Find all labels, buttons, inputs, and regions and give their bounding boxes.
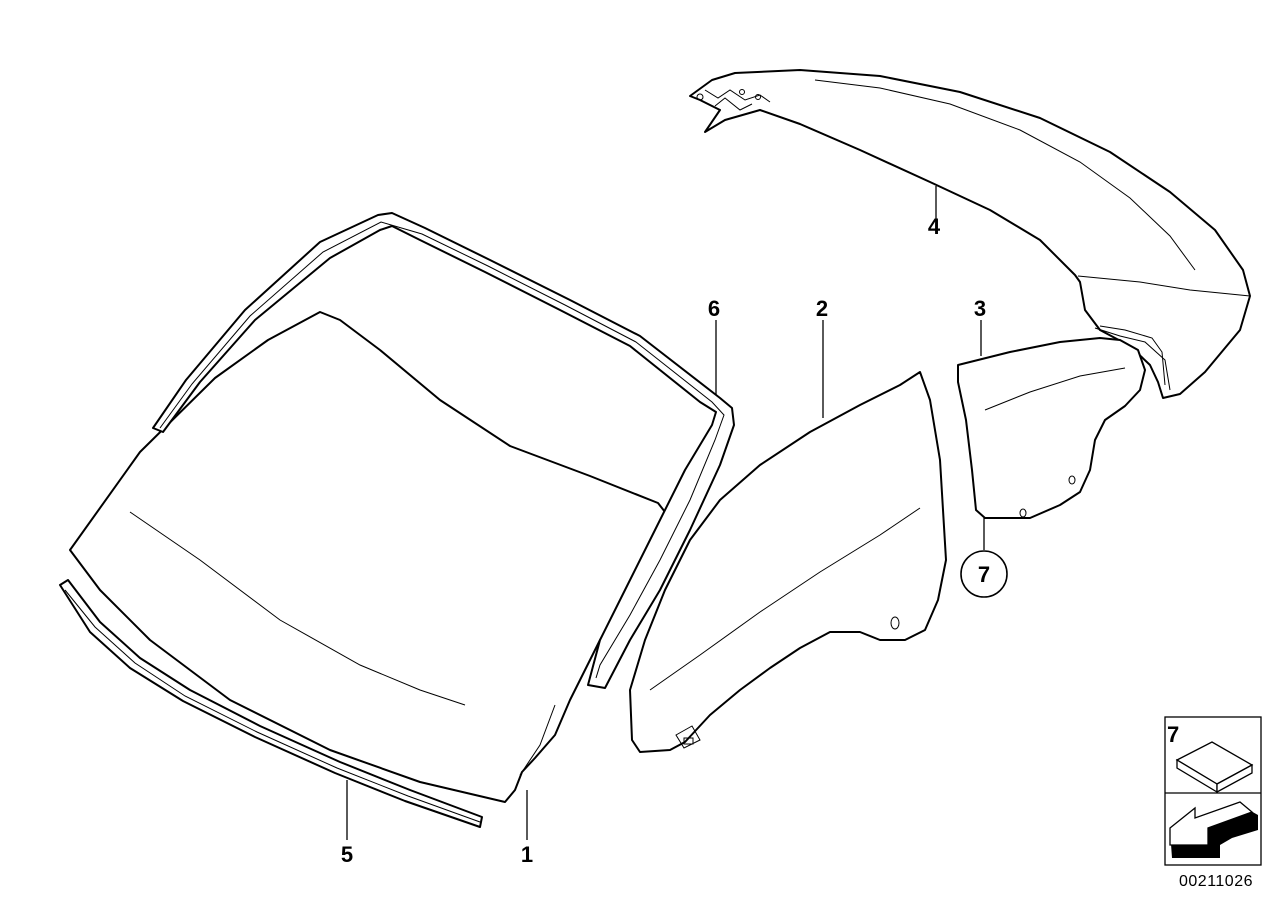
door-window — [629, 371, 947, 753]
windscreen — [69, 311, 666, 803]
adhesive-pad-icon — [1175, 741, 1254, 794]
roof-panel — [689, 69, 1251, 399]
rear-side-window — [957, 337, 1146, 519]
leader-lines — [346, 186, 985, 840]
callout-6: 6 — [708, 296, 720, 321]
callout-3: 3 — [974, 296, 986, 321]
lower-seal-strip — [59, 579, 483, 828]
callout-2: 2 — [816, 296, 828, 321]
callout-7-circle: 7 — [960, 550, 1008, 598]
arrow-left-icon — [1169, 801, 1258, 858]
windscreen-seal — [152, 212, 735, 689]
callout-1: 1 — [521, 842, 533, 867]
legend-box: 7 — [1164, 716, 1262, 866]
callout-5: 5 — [341, 842, 353, 867]
document-number: 00211026 — [1179, 873, 1253, 890]
legend-label-7: 7 — [1167, 722, 1179, 747]
callout-4: 4 — [928, 214, 941, 239]
callout-7: 7 — [978, 562, 990, 587]
